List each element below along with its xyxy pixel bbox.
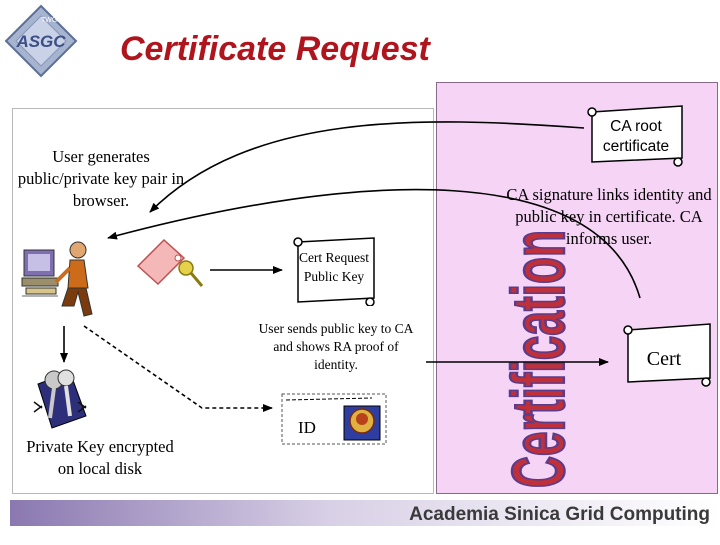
certification-text: Certification bbox=[497, 230, 580, 488]
ca-root-certificate-scroll bbox=[582, 104, 686, 170]
signed-cert-arrow bbox=[107, 188, 641, 299]
cert-request-scroll bbox=[290, 236, 378, 307]
ca-root-certificate-label: CA root certificate bbox=[602, 118, 670, 155]
certification-word: Certification bbox=[452, 226, 592, 494]
ca-signature-text: CA signature links identity and public k… bbox=[506, 185, 712, 248]
user-computer-icon bbox=[18, 236, 100, 328]
logo-text: ASGC bbox=[15, 32, 66, 51]
asgc-logo: ASGC TWGrid bbox=[4, 4, 78, 78]
key-tag-icon bbox=[134, 236, 206, 294]
generate-keypair-text: User generates public/private key pair i… bbox=[17, 147, 185, 210]
cert-scroll bbox=[618, 320, 714, 388]
id-card-icon bbox=[280, 388, 388, 446]
private-key-text: Private Key encrypted on local disk bbox=[26, 437, 174, 478]
footer-band bbox=[0, 494, 720, 540]
private-keys-icon bbox=[30, 366, 92, 432]
footer-title: Academia Sinica Grid Computing bbox=[409, 504, 710, 525]
page-title: Certificate Request bbox=[120, 30, 430, 68]
root-cert-arrow bbox=[149, 121, 585, 213]
logo-ribbon: TWGrid bbox=[41, 17, 65, 24]
cert-request-label: Cert Request Public Key bbox=[298, 250, 370, 284]
identity-arrow bbox=[83, 325, 273, 412]
send-public-key-text: User sends public key to CA and shows RA… bbox=[258, 321, 414, 372]
cert-label: Cert bbox=[646, 348, 682, 370]
id-label: ID bbox=[298, 418, 316, 437]
